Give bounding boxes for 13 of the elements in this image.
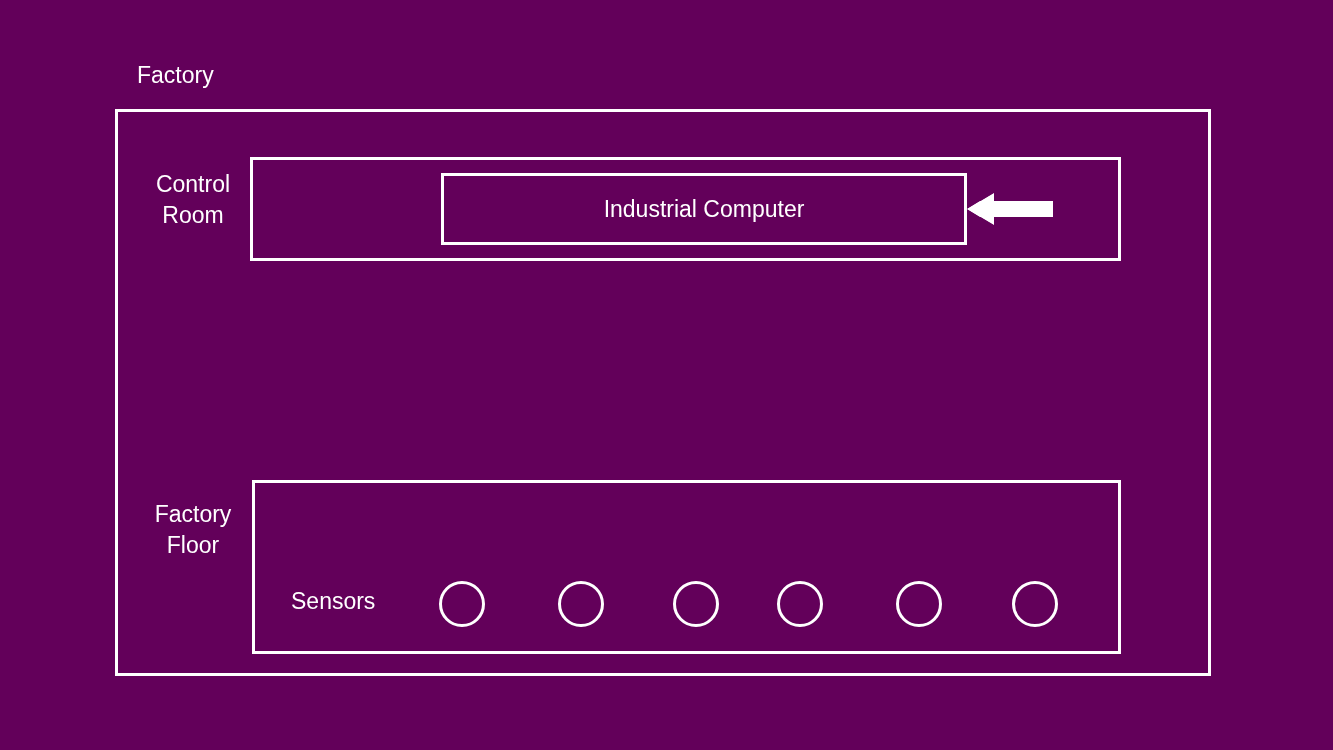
sensor-circle xyxy=(777,581,823,627)
sensor-circle xyxy=(673,581,719,627)
box-label: Industrial Computer xyxy=(603,195,805,223)
sensor-circle xyxy=(558,581,604,627)
sensor-circle xyxy=(896,581,942,627)
sensor-circle xyxy=(1012,581,1058,627)
sensor-circle xyxy=(439,581,485,627)
area-title: Factory xyxy=(137,61,214,90)
area-title: Factory Floor xyxy=(153,500,233,560)
computer-box xyxy=(441,173,967,245)
area-title: Control Room xyxy=(154,170,232,230)
arrow xyxy=(967,193,1053,225)
row-label: Sensors xyxy=(291,587,376,616)
